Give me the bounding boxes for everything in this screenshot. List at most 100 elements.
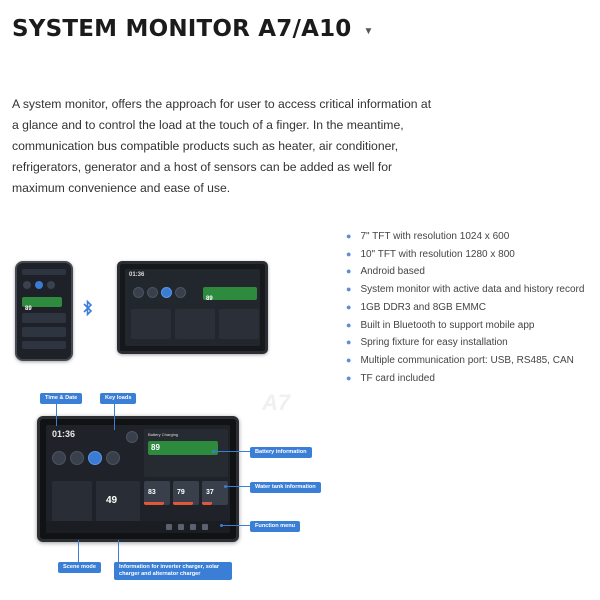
caret-down-icon[interactable]: ▼ <box>363 25 374 37</box>
bullet-icon: ● <box>346 319 352 330</box>
watermark: A7 <box>262 390 291 415</box>
battery-panel: Battery Charging 89 <box>144 429 228 477</box>
phone-device-image: 89 <box>15 261 73 361</box>
feature-text: TF card included <box>360 372 435 384</box>
callout-key-loads: Key loads <box>100 393 137 404</box>
small-tank-panel <box>219 309 259 339</box>
connector-dot <box>224 485 227 488</box>
list-item: ● Android based <box>346 263 584 281</box>
phone-panel <box>22 327 66 337</box>
bluetooth-icon <box>82 299 94 321</box>
large-tablet-image: 01:36 Battery Charging 89 49 83 79 37 <box>37 416 239 542</box>
inverter-value: 49 <box>106 495 118 506</box>
connector-line <box>222 525 250 526</box>
phone-battery-percent: 89 <box>25 306 32 312</box>
menu-icon <box>178 524 184 530</box>
small-tablet-image: 01:36 89 <box>117 261 268 354</box>
bullet-icon: ● <box>346 301 352 312</box>
connector-line <box>78 540 79 562</box>
feature-text: 7" TFT with resolution 1024 x 600 <box>360 231 510 242</box>
key-load-button <box>161 287 172 298</box>
small-tablet-time: 01:36 <box>129 272 145 278</box>
small-tablet-battery-bar: 89 <box>203 287 257 302</box>
bullet-icon: ● <box>346 337 352 348</box>
key-load-button <box>133 287 144 298</box>
feature-text: 1GB DDR3 and 8GB EMMC <box>360 301 487 313</box>
bullet-icon: ● <box>346 284 352 295</box>
callout-scene-mode: Scene mode <box>58 562 101 573</box>
list-item: ● System monitor with active data and his… <box>346 281 584 299</box>
key-load-button <box>147 287 158 298</box>
bullet-icon: ● <box>346 231 352 241</box>
time-display: 01:36 <box>52 429 75 439</box>
list-item: ● Spring fixture for easy installation <box>346 334 584 352</box>
time-text: 01:36 <box>52 429 76 439</box>
tank-bar <box>173 502 193 505</box>
tank-level: 83 <box>148 489 156 496</box>
gear-icon <box>202 524 208 530</box>
page-title: SYSTEM MONITOR A7/A10 <box>12 16 352 42</box>
tank-level: 79 <box>177 489 185 496</box>
feature-text: Android based <box>360 266 425 278</box>
battery-percent: 89 <box>151 443 160 452</box>
connector-line <box>118 540 119 562</box>
feature-text: Built in Bluetooth to support mobile app <box>360 319 535 331</box>
phone-battery-bar: 89 <box>22 297 62 312</box>
water-tank-item: 83 <box>144 481 170 505</box>
bullet-icon: ● <box>346 266 352 277</box>
phone-header <box>22 269 66 275</box>
feature-text: Spring fixture for easy installation <box>360 337 508 349</box>
water-tank-item: 79 <box>173 481 199 505</box>
key-load-button <box>70 451 84 465</box>
callout-water-tank: Water tank information <box>250 482 321 493</box>
callout-time-date: Time & Date <box>40 393 83 404</box>
feature-text: 10" TFT with resolution 1280 x 800 <box>360 248 515 260</box>
bullet-icon: ● <box>346 372 352 383</box>
key-load-button <box>52 451 66 465</box>
small-inverter-panel <box>175 309 215 339</box>
phone-key-button <box>35 281 43 289</box>
key-load-button <box>106 451 120 465</box>
connector-line <box>114 404 115 430</box>
function-menu-bar <box>46 521 230 533</box>
connector-dot <box>220 524 223 527</box>
connector-line <box>214 451 250 452</box>
home-icon <box>166 524 172 530</box>
list-item: ● 10" TFT with resolution 1280 x 800 <box>346 246 584 264</box>
list-item: ● Built in Bluetooth to support mobile ap… <box>346 317 584 335</box>
feature-text: Multiple communication port: USB, RS485,… <box>360 354 574 366</box>
key-load-button <box>88 451 102 465</box>
list-item: ● 7" TFT with resolution 1024 x 600 <box>346 228 584 246</box>
bullet-icon: ● <box>346 354 352 365</box>
inverter-panel: 49 <box>96 481 140 527</box>
phone-key-button <box>23 281 31 289</box>
callout-inverter-info: Information for inverter charger, solar … <box>114 562 232 580</box>
feature-text: System monitor with active data and hist… <box>360 284 585 296</box>
list-item: ● 1GB DDR3 and 8GB EMMC <box>346 299 584 317</box>
connector-line <box>226 486 250 487</box>
phone-key-button <box>47 281 55 289</box>
key-load-button <box>175 287 186 298</box>
connector-dot <box>212 450 215 453</box>
tank-bar <box>202 502 212 505</box>
connector-line <box>56 404 57 426</box>
phone-panel <box>22 313 66 323</box>
settings-icon <box>190 524 196 530</box>
water-tank-item: 37 <box>202 481 228 505</box>
scene-mode-panel <box>52 481 92 527</box>
battery-bar <box>148 441 218 455</box>
tank-bar <box>144 502 164 505</box>
callout-function-menu: Function menu <box>250 521 301 532</box>
small-scene-panel <box>131 309 171 339</box>
key-load-button <box>126 431 138 443</box>
bullet-icon: ● <box>346 248 352 259</box>
list-item: ● Multiple communication port: USB, RS485… <box>346 352 584 370</box>
feature-list: ● 7" TFT with resolution 1024 x 600 ● 10" … <box>346 228 584 387</box>
battery-header: Battery Charging <box>148 432 179 437</box>
list-item: ● TF card included <box>346 370 584 388</box>
large-tablet-screen: 01:36 Battery Charging 89 49 83 79 37 <box>46 425 230 533</box>
title-row: SYSTEM MONITOR A7/A10 ▼ <box>12 16 373 42</box>
callout-battery-info: Battery information <box>250 447 312 458</box>
small-tablet-screen: 01:36 89 <box>125 269 260 346</box>
tank-level: 37 <box>206 489 214 496</box>
